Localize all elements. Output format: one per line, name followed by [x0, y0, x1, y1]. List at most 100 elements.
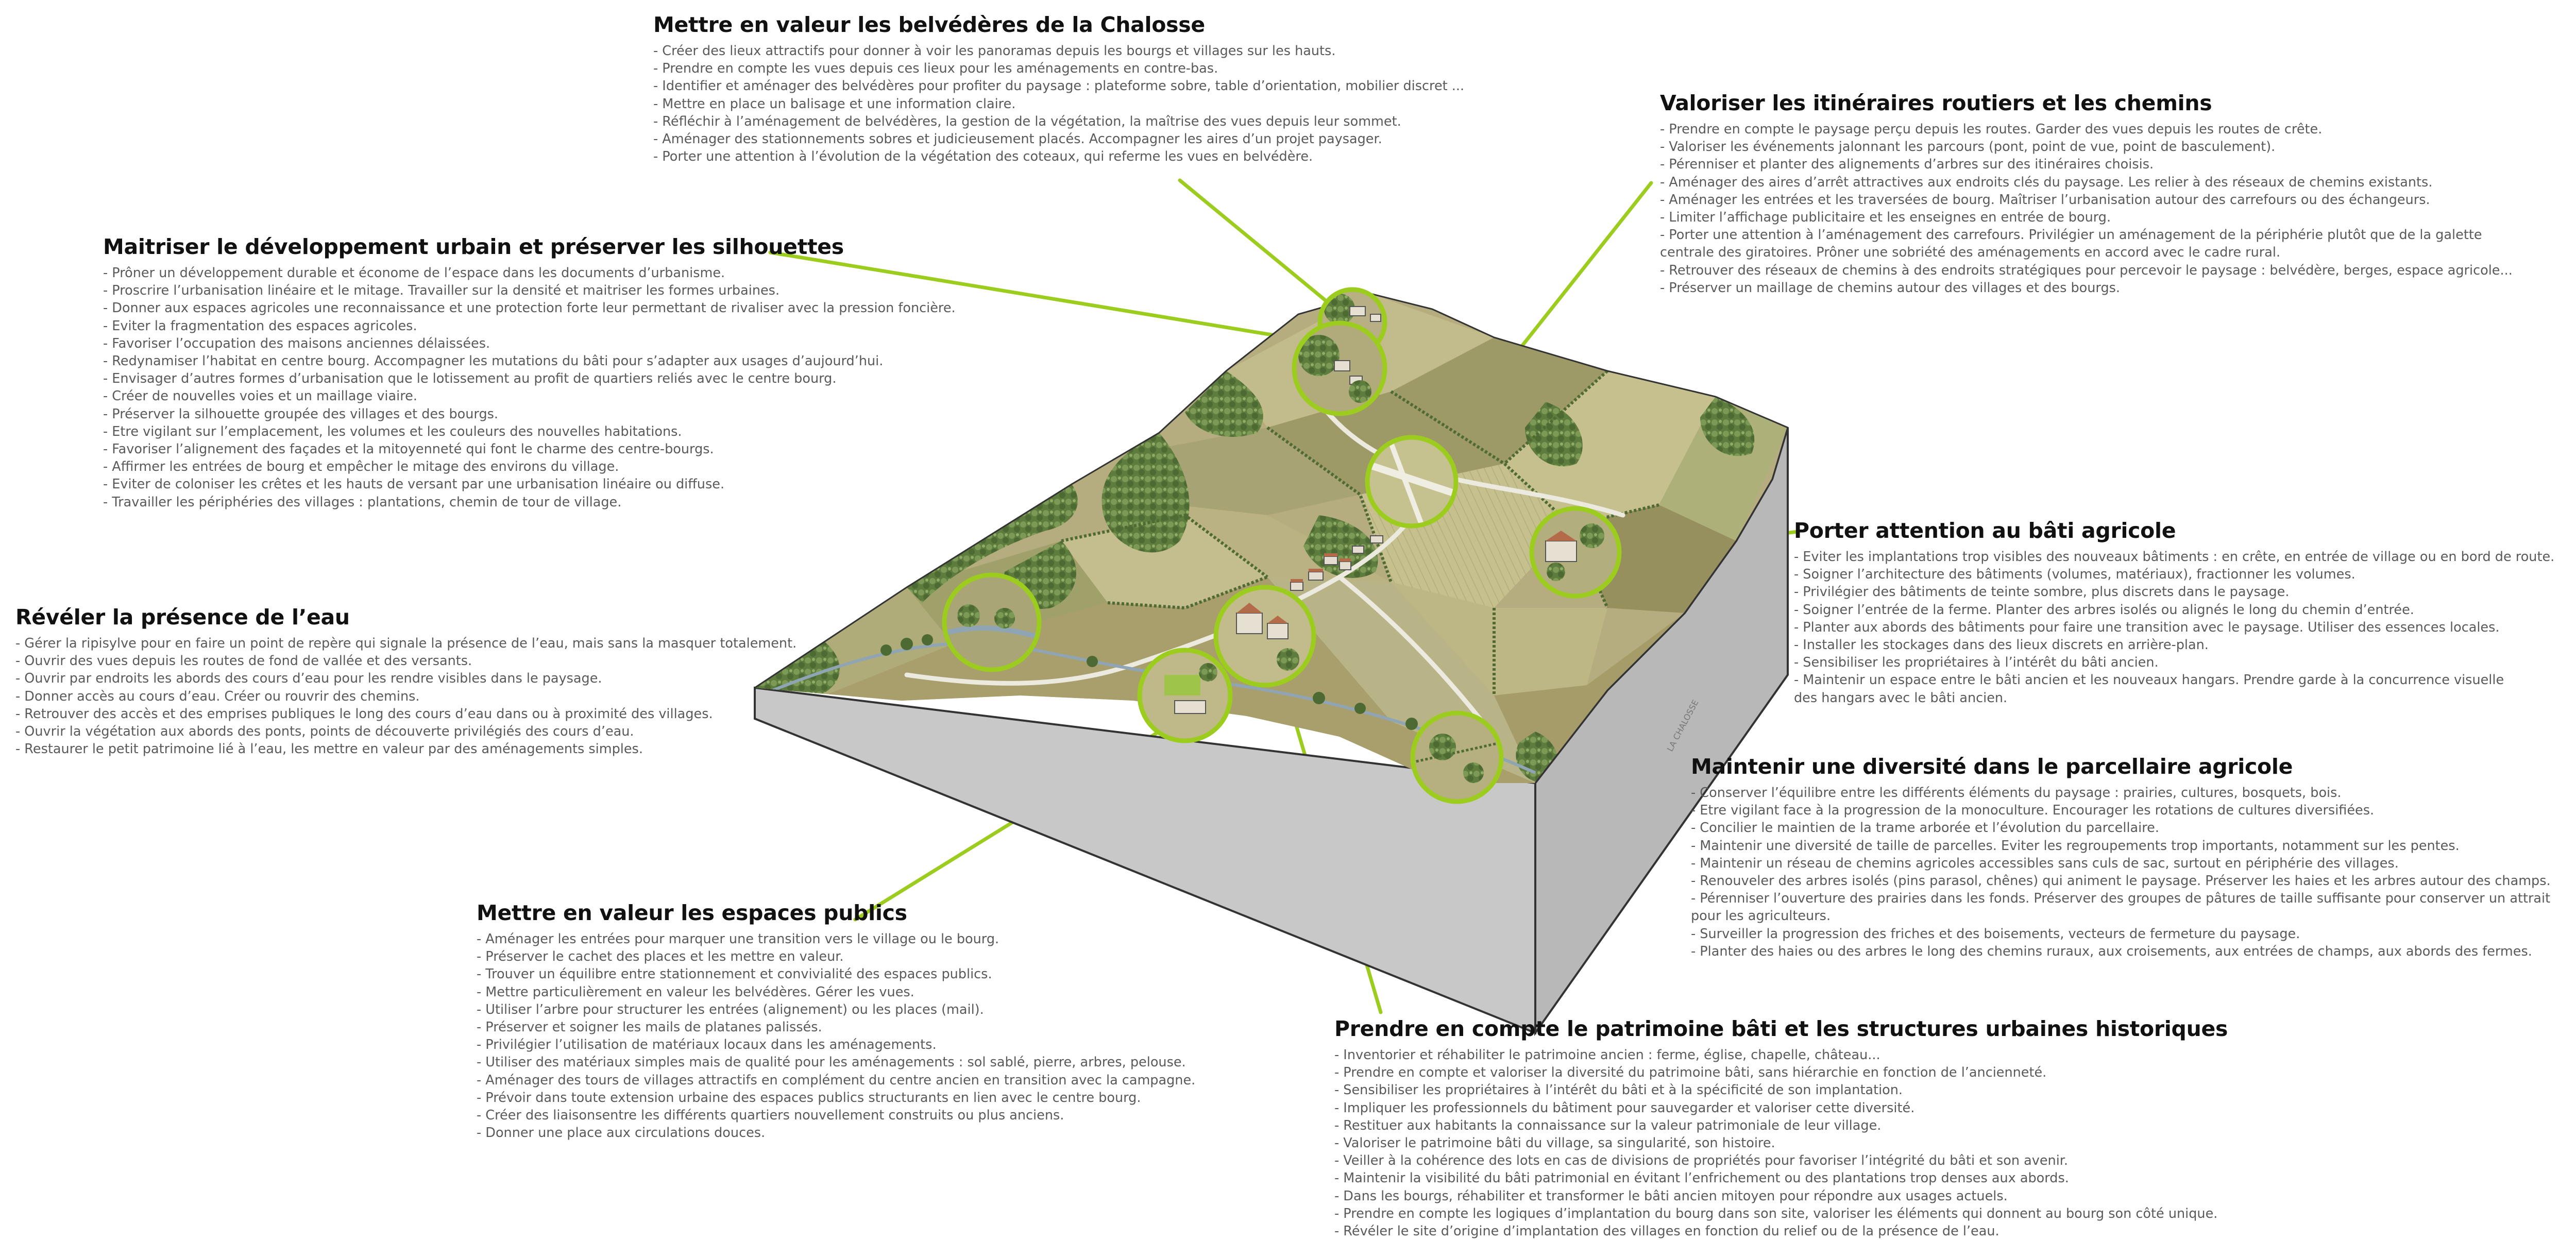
- list-item: - Envisager d’autres formes d’urbanisati…: [103, 371, 837, 387]
- list-item: - Valoriser le patrimoine bâti du villag…: [1334, 1135, 1775, 1151]
- list-item: - Maintenir un espace entre le bâti anci…: [1794, 672, 2504, 688]
- block-patrimoine: Prendre en compte le patrimoine bâti et …: [1334, 1016, 2228, 1240]
- list-item: - Gérer la ripisylve pour en faire un po…: [15, 636, 797, 651]
- list-item: - Restaurer le petit patrimoine lié à l’…: [15, 741, 643, 757]
- list-item: - Maintenir une diversité de taille de p…: [1691, 838, 2460, 854]
- focus-circle-eau: [942, 572, 1042, 672]
- focus-circle-silhouette: [1292, 320, 1387, 416]
- list-item: - Conserver l’équilibre entre les différ…: [1691, 785, 2342, 801]
- list-item: - Privilégier des bâtiments de teinte so…: [1794, 584, 2290, 600]
- list-item: - Eviter de coloniser les crêtes et les …: [103, 477, 725, 492]
- block-belvederes: Mettre en valeur les belvédères de la Ch…: [653, 12, 1464, 165]
- list-item: - Identifier et aménager des belvédères …: [653, 78, 1465, 94]
- block-title: Maintenir une diversité dans le parcella…: [1691, 754, 2293, 779]
- list-item: - Mettre particulièrement en valeur les …: [477, 984, 914, 1000]
- focus-circles: [942, 287, 1622, 804]
- list-item: - Etre vigilant sur l’emplacement, les v…: [103, 423, 682, 439]
- bullet-list: - Conserver l’équilibre entre les différ…: [1691, 784, 2551, 960]
- bullet-list: - Inventorier et réhabiliter le patrimoi…: [1334, 1046, 2228, 1240]
- list-item: - Prévoir dans toute extension urbaine d…: [477, 1090, 1141, 1106]
- list-item: - Affirmer les entrées de bourg et empêc…: [103, 459, 619, 475]
- bullet-list: - Gérer la ripisylve pour en faire un po…: [15, 635, 796, 758]
- block-title: Mettre en valeur les espaces publics: [477, 901, 907, 925]
- list-item: - Valoriser les événements jalonnant les…: [1660, 139, 2276, 155]
- list-item: - Etre vigilant face à la progression de…: [1691, 803, 2375, 819]
- list-item: - Sensibiliser les propriétaires à l’int…: [1794, 655, 2159, 671]
- list-item: - Limiter l’affichage publicitaire et le…: [1660, 210, 2111, 226]
- block-title: Révéler la présence de l’eau: [15, 605, 350, 630]
- list-item: - Planter aux abords des bâtiments pour …: [1794, 619, 2500, 635]
- list-item: - Porter une attention à l’évolution de …: [653, 149, 1313, 165]
- list-item: - Privilégier l’utilisation de matériaux…: [477, 1037, 937, 1053]
- list-item: - Prendre en compte les logiques d’impla…: [1334, 1205, 2218, 1221]
- list-item: - Réfléchir à l’aménagement de belvédère…: [653, 113, 1401, 129]
- block-bati-agricole: Porter attention au bâti agricole - Evit…: [1794, 518, 2554, 707]
- list-item: - Veiller à la cohérence des lots en cas…: [1334, 1153, 2069, 1169]
- list-item: - Prendre en compte et valoriser la dive…: [1334, 1065, 2047, 1081]
- list-item: - Donner aux espaces agricoles une recon…: [103, 300, 956, 316]
- list-item: - Favoriser l’occupation des maisons anc…: [103, 335, 490, 351]
- list-item: - Créer des liaisonsentre les différents…: [477, 1108, 1064, 1124]
- block-parcellaire: Maintenir une diversité dans le parcella…: [1691, 754, 2551, 960]
- list-item: - Créer de nouvelles voies et un maillag…: [103, 388, 417, 404]
- list-item: - Installer les stockages dans des lieux…: [1794, 637, 2209, 653]
- list-item: - Ouvrir la végétation aux abords des po…: [15, 724, 634, 740]
- list-item: - Aménager les entrées et les traversées…: [1660, 192, 2430, 208]
- list-item: pour les agriculteurs.: [1691, 908, 1831, 924]
- list-item: - Maintenir la visibilité du bâti patrim…: [1334, 1170, 2069, 1186]
- list-item: - Retrouver des réseaux de chemins à des…: [1660, 262, 2513, 278]
- list-item: - Eviter les implantations trop visibles…: [1794, 549, 2555, 565]
- list-item: - Aménager des stationnements sobres et …: [653, 131, 1382, 147]
- block-silhouettes: Maitriser le développement urbain et pré…: [103, 234, 956, 511]
- focus-circle-parcellaire: [1410, 710, 1504, 804]
- list-item: - Préserver un maillage de chemins autou…: [1660, 280, 2121, 296]
- list-item: - Donner une place aux circulations douc…: [477, 1125, 766, 1141]
- block-title: Porter attention au bâti agricole: [1794, 518, 2176, 543]
- list-item: - Prôner un développement durable et éco…: [103, 265, 725, 281]
- list-item: - Donner accès au cours d’eau. Créer ou …: [15, 688, 420, 704]
- block-itineraires: Valoriser les itinéraires routiers et le…: [1660, 91, 2513, 297]
- block-title: Valoriser les itinéraires routiers et le…: [1660, 91, 2212, 115]
- bullet-list: - Prôner un développement durable et éco…: [103, 264, 956, 511]
- list-item: - Aménager des tours de villages attract…: [477, 1072, 1196, 1088]
- focus-circle-patrimoine: [1213, 585, 1316, 688]
- list-item: - Inventorier et réhabiliter le patrimoi…: [1334, 1047, 1880, 1063]
- list-item: - Favoriser l’alignement des façades et …: [103, 441, 714, 457]
- list-item: - Renouveler des arbres isolés (pins par…: [1691, 873, 2551, 889]
- list-item: - Ouvrir par endroits les abords des cou…: [15, 671, 602, 687]
- bullet-list: - Créer des lieux attractifs pour donner…: [653, 42, 1464, 165]
- list-item: - Utiliser des matériaux simples mais de…: [477, 1055, 1186, 1071]
- list-item: - Impliquer les professionnels du bâtime…: [1334, 1100, 1915, 1116]
- block-title: Maitriser le développement urbain et pré…: [103, 234, 844, 259]
- list-item: - Prendre en compte les vues depuis ces …: [653, 61, 1218, 77]
- bullet-list: - Eviter les implantations trop visibles…: [1794, 548, 2554, 707]
- list-item: - Mettre en place un balisage et une inf…: [653, 96, 1016, 112]
- block-title: Mettre en valeur les belvédères de la Ch…: [653, 12, 1205, 37]
- list-item: - Retrouver des accès et des emprises pu…: [15, 706, 713, 722]
- list-item: - Trouver un équilibre entre stationneme…: [477, 966, 992, 982]
- bullet-list: - Aménager les entrées pour marquer une …: [477, 930, 1195, 1142]
- list-item: centrale des giratoires. Prôner une sobr…: [1660, 245, 2281, 261]
- list-item: - Pérenniser l’ouverture des prairies da…: [1691, 891, 2551, 907]
- focus-circle-itineraires: [1365, 435, 1459, 529]
- focus-circle-bati-agricole: [1529, 506, 1622, 599]
- list-item: - Révéler le site d’origine d’implantati…: [1334, 1224, 1999, 1239]
- list-item: - Préserver le cachet des places et les …: [477, 949, 844, 965]
- block-title: Prendre en compte le patrimoine bâti et …: [1334, 1016, 2228, 1041]
- list-item: - Planter des haies ou des arbres le lon…: [1691, 943, 2532, 959]
- list-item: - Préserver et soigner les mails de plat…: [477, 1020, 822, 1035]
- list-item: - Créer des lieux attractifs pour donner…: [653, 43, 1336, 59]
- list-item: - Redynamiser l’habitat en centre bourg.…: [103, 353, 884, 369]
- list-item: - Dans les bourgs, réhabiliter et transf…: [1334, 1188, 2008, 1204]
- list-item: - Sensibiliser les propriétaires à l’int…: [1334, 1082, 1903, 1098]
- list-item: - Concilier le maintien de la trame arbo…: [1691, 820, 2159, 836]
- list-item: - Aménager des aires d’arrêt attractives…: [1660, 174, 2433, 190]
- list-item: - Proscrire l’urbanisation linéaire et l…: [103, 283, 780, 299]
- list-item: - Porter une attention à l’aménagement d…: [1660, 227, 2482, 243]
- list-item: - Surveiller la progression des friches …: [1691, 926, 2300, 942]
- block-eau: Révéler la présence de l’eau - Gérer la …: [15, 605, 796, 758]
- focus-circle-espaces-publics: [1137, 648, 1233, 743]
- list-item: - Eviter la fragmentation des espaces ag…: [103, 318, 417, 334]
- list-item: - Prendre en compte le paysage perçu dep…: [1660, 122, 2323, 137]
